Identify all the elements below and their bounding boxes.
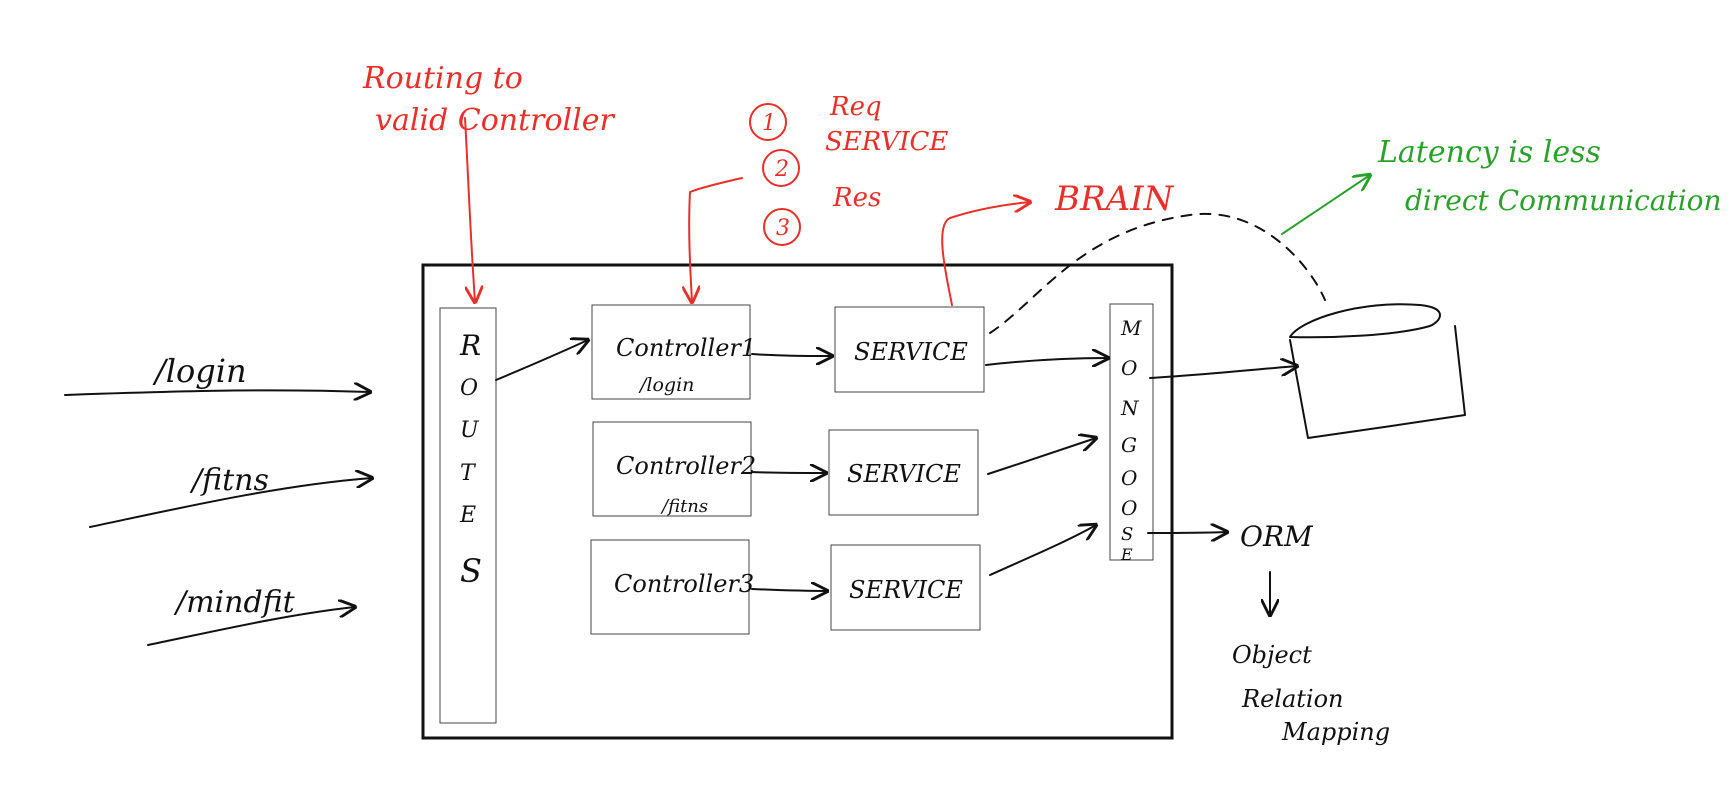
arrow-routes-to-controller1 [495, 340, 588, 381]
brain-label: BRAIN [1054, 179, 1175, 219]
route-mindfit: /mindfit [147, 585, 355, 646]
step-number-circle [763, 208, 801, 246]
controller-1-route: /login [638, 374, 694, 396]
database-icon [1289, 303, 1466, 439]
mongoose-letter: N [1120, 396, 1140, 420]
step-number-circle [749, 103, 787, 141]
service-2-label: SERVICE [847, 460, 961, 488]
flow-arrows [495, 212, 1326, 615]
routing-annotation-arrow [464, 117, 475, 302]
mongoose-letter: E [1120, 545, 1133, 564]
service-1: SERVICE [834, 306, 985, 393]
controller-2: Controller2 /fitns [592, 421, 756, 517]
controller-3-label: Controller3 [614, 570, 754, 598]
routes-letter: E [459, 503, 476, 528]
arrow-service1-to-mongoose [985, 358, 1108, 365]
routes-letter: U [460, 418, 480, 443]
mongoose-letter: O [1121, 466, 1137, 490]
controller-2-label: Controller2 [616, 452, 756, 480]
mongoose-letter: O [1121, 496, 1137, 520]
orm-expansion-line: Relation [1241, 685, 1343, 713]
brain-annotation: BRAIN [941, 179, 1175, 306]
arrow-controller1-to-service1 [751, 354, 832, 356]
latency-line: Latency is less [1377, 135, 1601, 170]
controller-1-label: Controller1 [616, 334, 756, 362]
controller-steps-annotation: 1 Req 2 SERVICE 3 Res [689, 92, 948, 302]
route-login-label: /login [152, 352, 247, 390]
step-number-circle [762, 149, 800, 187]
latency-line: direct Communication [1405, 184, 1722, 217]
orm-label: ORM [1240, 520, 1314, 553]
routes-letter: R [459, 329, 481, 362]
step-number: 1 [762, 111, 776, 136]
controller-2-route: /fitns [660, 496, 708, 517]
service-3: SERVICE [830, 544, 981, 631]
orm-expansion-line: Object [1232, 641, 1312, 669]
service-1-label: SERVICE [854, 338, 968, 366]
arrow-controller2-to-service2 [751, 472, 826, 473]
service-2: SERVICE [828, 429, 979, 516]
route-mindfit-label: /mindfit [173, 585, 296, 620]
routes-letter: T [460, 461, 477, 486]
orm-expansion-line: Mapping [1281, 718, 1390, 746]
step-number: 3 [776, 216, 790, 241]
step-text: SERVICE [825, 127, 948, 157]
mongoose-column: M O N G O O S E [1109, 303, 1154, 564]
arrow-mongoose-to-database [1149, 366, 1297, 379]
controller-3: Controller3 [590, 539, 754, 635]
system-frame [421, 263, 1174, 740]
routing-annotation: Routing to valid Controller [362, 61, 616, 302]
step-text: Req [829, 92, 882, 122]
latency-arrow [1281, 175, 1370, 235]
latency-annotation: Latency is less direct Communication [1281, 135, 1722, 235]
routes-letter: S [460, 552, 482, 590]
step-number: 2 [774, 157, 789, 182]
routing-annotation-line: Routing to [362, 61, 523, 96]
arrow-controller3-to-service3 [751, 589, 827, 591]
arrow-service2-to-mongoose [987, 438, 1096, 475]
brain-arrow [941, 202, 1030, 306]
mongoose-letter: O [1121, 356, 1137, 380]
controller-steps-arrow [689, 177, 743, 302]
route-login: /login [64, 352, 370, 395]
mongoose-letter: S [1121, 524, 1133, 545]
routes-column: R O U T E S [439, 307, 497, 724]
routes-letter: O [460, 376, 478, 401]
arrow-mongoose-to-orm [1147, 532, 1227, 533]
direct-communication-curve [989, 212, 1326, 334]
service-3-label: SERVICE [849, 576, 963, 604]
route-fitness: /fitns [89, 463, 372, 528]
arrow-service3-to-mongoose [989, 525, 1096, 576]
route-fitness-label: /fitns [189, 463, 269, 498]
routing-annotation-line: valid Controller [375, 103, 616, 138]
mongoose-letter: G [1121, 433, 1137, 457]
mongoose-letter: M [1120, 316, 1142, 340]
step-text: Res [832, 183, 881, 213]
orm-note: ORM Object Relation Mapping [1232, 520, 1390, 746]
controller-1: Controller1 /login [591, 304, 756, 400]
